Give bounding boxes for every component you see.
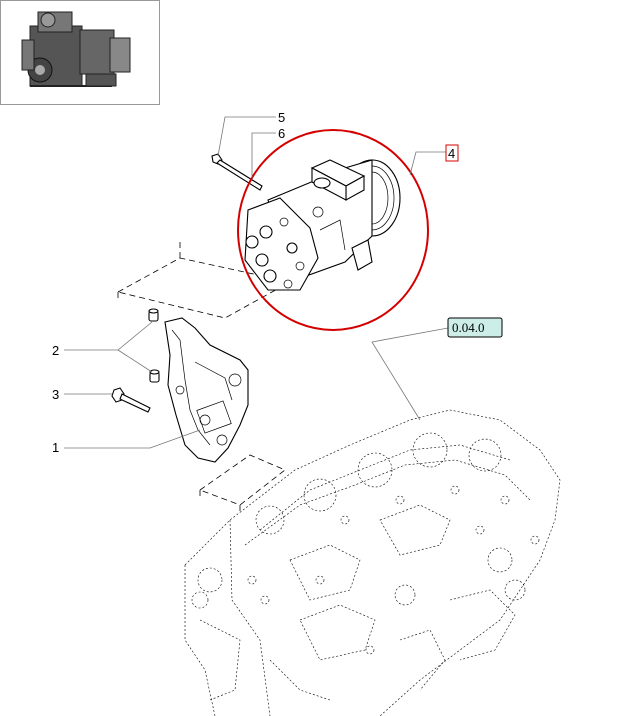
engine-thumbnail-icon	[21, 11, 131, 87]
callout-5[interactable]: 5	[278, 110, 285, 125]
callout-1[interactable]: 1	[52, 440, 59, 455]
leader-lines	[64, 116, 449, 449]
engine-thumbnail[interactable]	[0, 0, 160, 105]
reference-link-label: 0.04.0	[452, 320, 485, 335]
engine-block-outline	[184, 409, 561, 716]
highlight-circle	[237, 129, 429, 331]
bracket-bolt[interactable]	[111, 387, 151, 413]
callout-3[interactable]: 3	[52, 387, 59, 402]
svg-text:4: 4	[448, 146, 455, 161]
dowel-pin-lower	[149, 369, 160, 383]
compressor-bolt[interactable]	[211, 153, 263, 191]
dowel-pins[interactable]	[148, 308, 160, 383]
callout-6[interactable]: 6	[278, 126, 285, 141]
ac-compressor[interactable]	[244, 159, 401, 291]
callout-2[interactable]: 2	[52, 343, 59, 358]
callout-4[interactable]: 4	[445, 144, 459, 162]
reference-link-box[interactable]: 0.04.0	[447, 317, 503, 338]
dowel-pin-upper	[148, 308, 159, 322]
mounting-bracket[interactable]	[164, 317, 249, 463]
